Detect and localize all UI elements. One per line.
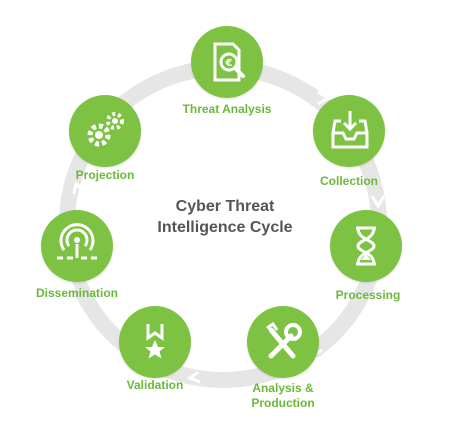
label-threat-analysis: Threat Analysis xyxy=(182,102,272,116)
badge-star-icon xyxy=(145,324,165,359)
node-validation xyxy=(119,306,191,378)
title-line2: Intelligence Cycle xyxy=(157,219,293,236)
label-processing: Processing xyxy=(335,288,401,302)
node-analysis-production xyxy=(247,306,319,378)
label-analysis-line1: Analysis & xyxy=(252,381,314,395)
node-projection xyxy=(69,95,141,167)
node-collection xyxy=(313,95,385,167)
node-dissemination xyxy=(41,210,113,282)
title-line1: Cyber Threat xyxy=(175,198,275,215)
label-collection: Collection xyxy=(319,174,378,188)
label-dissemination: Dissemination xyxy=(35,286,119,300)
label-analysis-production: Analysis & Production xyxy=(227,381,339,411)
hourglass-icon xyxy=(356,226,376,266)
gears-icon xyxy=(87,112,124,147)
label-validation: Validation xyxy=(126,378,184,392)
search-receipt-icon: € xyxy=(213,42,245,82)
label-projection: Projection xyxy=(75,168,135,182)
svg-text:€: € xyxy=(225,58,233,69)
diagram-title: Cyber Threat Intelligence Cycle xyxy=(140,196,310,238)
inbox-download-icon xyxy=(331,111,369,149)
tools-icon xyxy=(266,321,302,359)
node-threat-analysis: € xyxy=(191,26,263,98)
node-processing xyxy=(330,210,402,282)
broadcast-icon xyxy=(57,223,97,260)
label-analysis-line2: Production xyxy=(251,396,315,410)
